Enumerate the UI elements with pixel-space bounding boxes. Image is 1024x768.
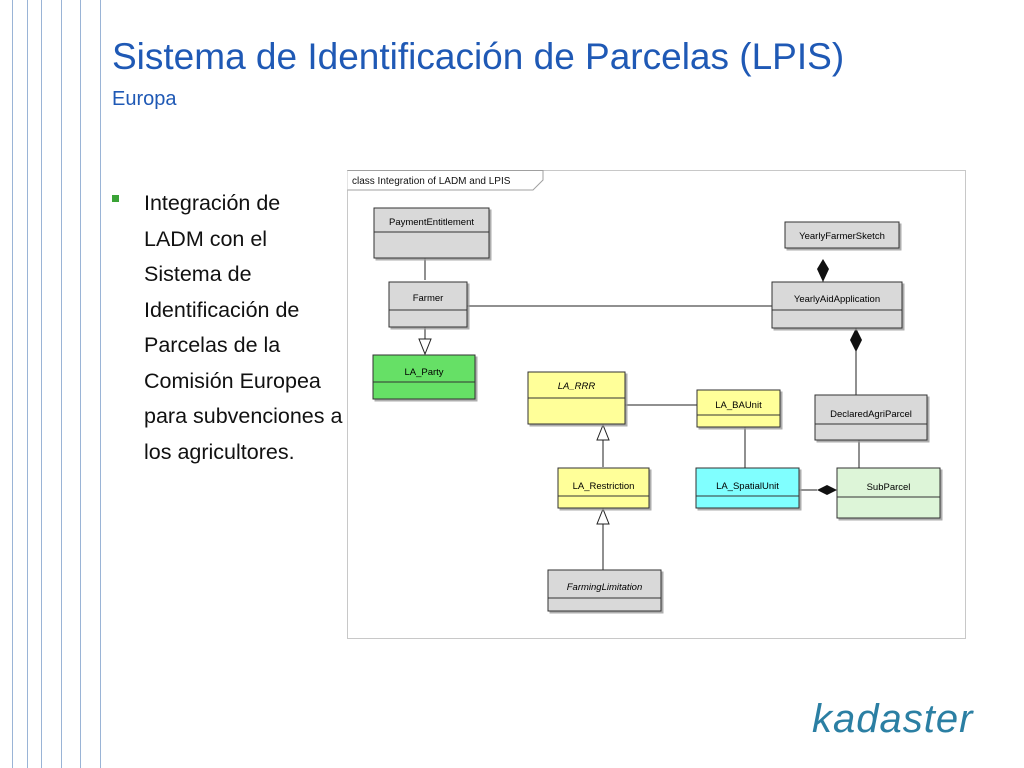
bullet-square-icon: [112, 195, 119, 202]
decor-line-4: [61, 0, 62, 768]
class-declared-agri-parcel: DeclaredAgriParcel: [814, 394, 928, 441]
la-spatial-unit-label: LA_SpatialUnit: [716, 481, 779, 492]
generalization-arrow-restriction: [596, 507, 610, 525]
declared-agri-parcel-label: DeclaredAgriParcel: [830, 409, 912, 420]
composition-diamond-subparcel: [817, 485, 837, 495]
yearly-aid-application-label: YearlyAidApplication: [794, 294, 880, 305]
class-yearly-farmer-sketch: YearlyFarmerSketch: [784, 221, 900, 249]
frame-label: class Integration of LADM and LPIS: [352, 176, 511, 187]
class-yearly-aid-application: YearlyAidApplication: [771, 281, 903, 329]
farmer-label: Farmer: [413, 293, 444, 304]
composition-diamond-sketch: [817, 259, 829, 282]
slide-title: Sistema de Identificación de Parcelas (L…: [112, 36, 845, 77]
class-la-restriction: LA_Restriction: [557, 467, 650, 509]
associations: [424, 258, 860, 570]
class-la-rrr: LA_RRR: [527, 371, 626, 425]
decor-line-3: [41, 0, 42, 768]
decor-line-6: [100, 0, 101, 768]
generalization-arrow-rrr: [596, 423, 610, 441]
decor-line-5: [80, 0, 81, 768]
decor-line-1: [12, 0, 13, 768]
composition-diamond-aid: [850, 328, 862, 352]
sub-parcel-label: SubParcel: [867, 482, 911, 493]
class-farming-limitation: FarmingLimitation: [547, 569, 662, 612]
bullet-item: Integración de LADM con el Sistema de Id…: [144, 191, 343, 464]
yearly-farmer-sketch-label: YearlyFarmerSketch: [799, 231, 885, 242]
la-rrr-label: LA_RRR: [558, 381, 596, 392]
la-party-label: LA_Party: [404, 367, 443, 378]
la-restriction-label: LA_Restriction: [573, 481, 635, 492]
decor-line-2: [27, 0, 28, 768]
class-payment-entitlement: PaymentEntitlement: [373, 207, 490, 259]
farming-limitation-label: FarmingLimitation: [567, 582, 643, 593]
generalization-arrow-farmer: [418, 338, 432, 356]
class-la-baunit: LA_BAUnit: [696, 389, 781, 428]
class-la-party: LA_Party: [372, 354, 476, 400]
uml-class-diagram: class Integration of LADM and LPIS: [347, 170, 966, 639]
class-sub-parcel: SubParcel: [836, 467, 941, 519]
kadaster-logo: kadaster: [812, 697, 974, 741]
class-farmer: Farmer: [388, 281, 468, 328]
slide-subtitle: Europa: [112, 88, 177, 110]
payment-entitlement-label: PaymentEntitlement: [389, 217, 474, 228]
la-baunit-label: LA_BAUnit: [715, 400, 762, 411]
class-la-spatial-unit: LA_SpatialUnit: [695, 467, 800, 509]
